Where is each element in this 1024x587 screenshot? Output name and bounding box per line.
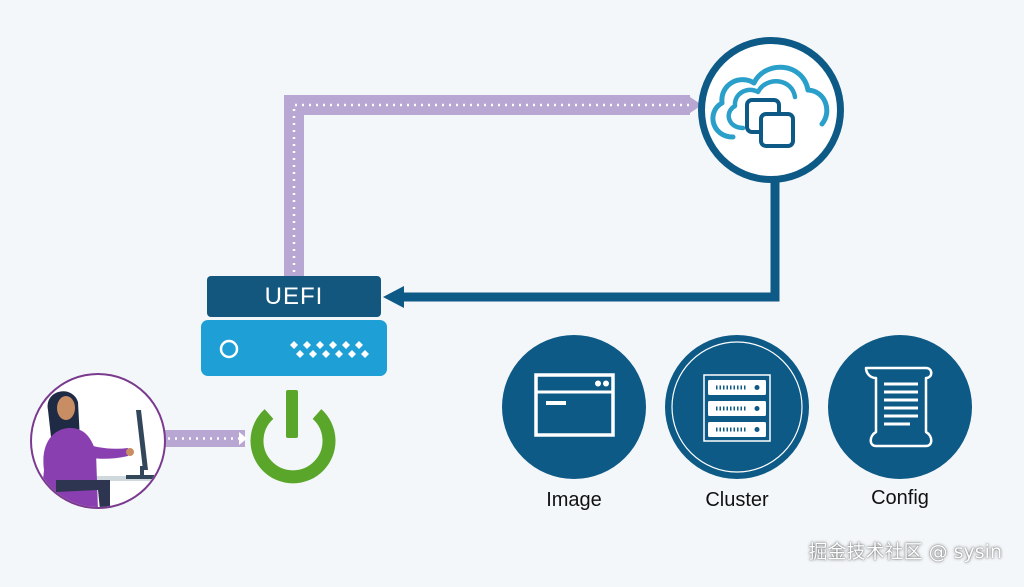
request-arrowhead bbox=[690, 97, 702, 113]
boot-request-path bbox=[284, 95, 702, 278]
uefi-bar bbox=[207, 276, 381, 317]
config-service-node bbox=[828, 335, 972, 479]
cluster-label: Cluster bbox=[705, 489, 769, 511]
scroll-document-icon bbox=[864, 366, 933, 448]
boot-response-path bbox=[383, 175, 780, 308]
server-node bbox=[201, 276, 387, 376]
user-power-path bbox=[163, 430, 247, 447]
server-vent-icon bbox=[290, 341, 369, 358]
image-service-node bbox=[502, 335, 646, 479]
watermark: 掘金技术社区 @ sysin bbox=[808, 541, 1002, 563]
server-led-icon bbox=[219, 339, 239, 359]
cloud-stack-icon bbox=[710, 64, 830, 148]
power-icon bbox=[250, 390, 336, 484]
server-rack-icon bbox=[703, 374, 771, 442]
window-icon bbox=[534, 373, 615, 437]
uefi-label: UEFI bbox=[264, 283, 324, 310]
image-label: Image bbox=[546, 489, 602, 511]
response-arrowhead bbox=[383, 286, 404, 308]
cloud-service-node bbox=[698, 37, 844, 183]
cluster-service-node bbox=[665, 335, 809, 479]
user-avatar bbox=[30, 373, 166, 509]
config-label: Config bbox=[871, 487, 929, 509]
